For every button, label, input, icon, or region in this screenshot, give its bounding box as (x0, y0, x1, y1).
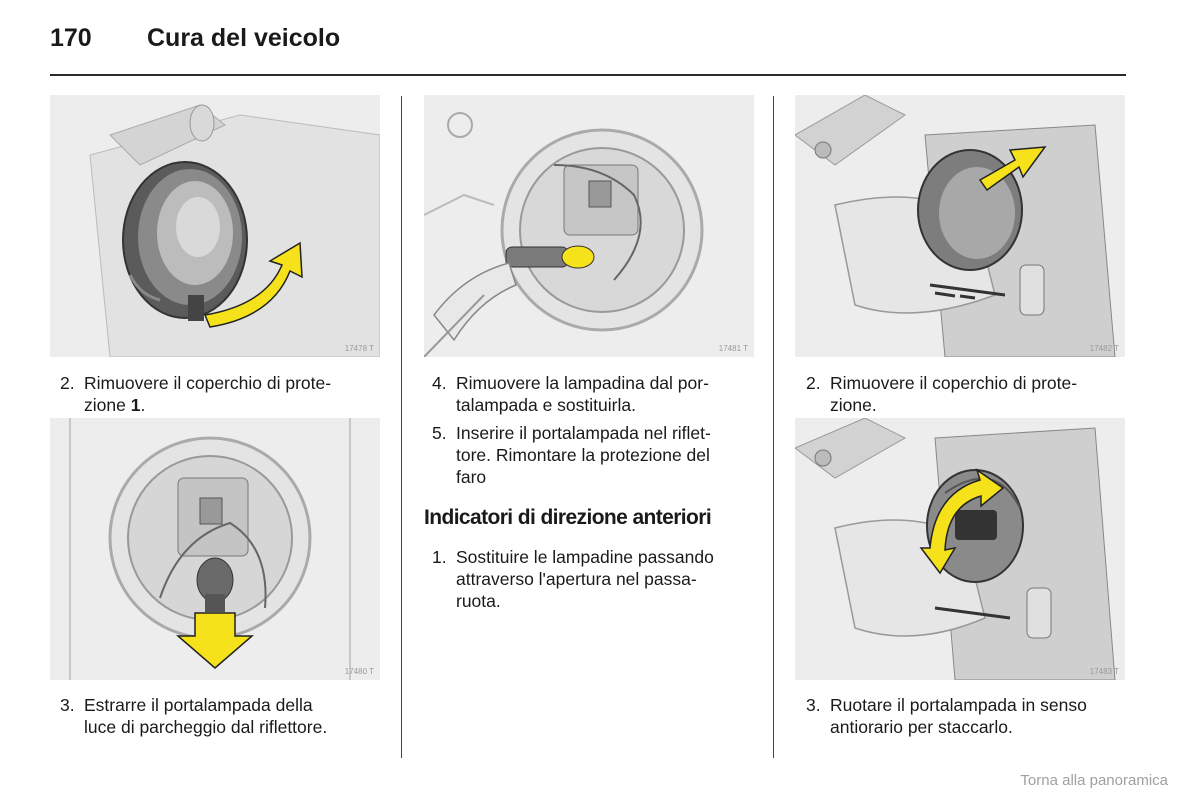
figure-code: 17481 T (718, 344, 748, 353)
cover-removal-illustration (795, 95, 1116, 357)
column-divider-1 (401, 96, 402, 758)
figure-cover-removal: 17482 T (795, 95, 1125, 357)
step-text: Estrarre il portalampada della luce di p… (84, 695, 328, 737)
step-number: 1. (432, 547, 447, 567)
callout-number: 1 (130, 395, 141, 415)
step-text: Ruotare il portalampada in senso antiora… (830, 695, 1087, 737)
figure-code: 17478 T (344, 344, 374, 353)
figure-cap-removal: 17478 T (50, 95, 380, 357)
figure-bulb-holder-extract: 17480 T (50, 418, 380, 680)
step-number: 5. (432, 423, 447, 443)
page-title: Cura del veicolo (147, 24, 341, 52)
arrow-up-icon (203, 241, 303, 328)
cap-removal-illustration (89, 104, 380, 357)
figure-bulb-replace: 17481 T (424, 95, 754, 357)
rotate-arrow-icon (919, 468, 1005, 575)
arrow-down-icon (175, 612, 255, 669)
figure-holder-rotate: 17483 T (795, 418, 1125, 680)
figure-code: 17483 T (1089, 667, 1119, 676)
step-text: Rimuovere il coperchio di prote-zione 1. (84, 373, 332, 415)
column-divider-2 (773, 96, 774, 758)
step-text: Rimuovere il coperchio di prote- zione. (830, 373, 1078, 415)
figure-code: 17480 T (344, 667, 374, 676)
header-rule (50, 74, 1126, 76)
figure-code: 17482 T (1089, 344, 1119, 353)
page-number: 170 (50, 24, 92, 52)
step-text: Inserire il portalampada nel riflet- tor… (456, 423, 711, 487)
step-text: Sostituire le lampadine passando attrave… (456, 547, 714, 611)
back-to-overview-link[interactable]: Torna alla panoramica (1020, 772, 1168, 789)
step-number: 2. (60, 373, 75, 393)
step-number: 2. (806, 373, 821, 393)
arrow-right-icon (978, 146, 1047, 192)
bulb-replace-illustration (424, 112, 704, 357)
bulb-holder-illustration (69, 418, 351, 680)
hand-icon (433, 262, 517, 342)
holder-rotate-illustration (795, 418, 1116, 680)
step-number: 3. (806, 695, 821, 715)
step-text: Rimuovere la lampadina dal por- talampad… (456, 373, 709, 415)
section-heading: Indicatori di direzione anteriori (424, 506, 712, 529)
step-number: 3. (60, 695, 75, 715)
step-number: 4. (432, 373, 447, 393)
